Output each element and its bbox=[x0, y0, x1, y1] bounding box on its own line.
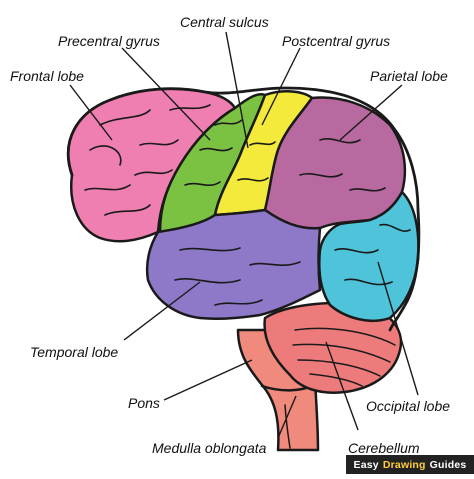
leader-line-cerebellum bbox=[325, 341, 359, 431]
label-parietal-lobe: Parietal lobe bbox=[370, 68, 448, 84]
watermark-word-easy: Easy bbox=[353, 458, 379, 471]
label-central-sulcus: Central sulcus bbox=[180, 14, 269, 30]
label-temporal-lobe: Temporal lobe bbox=[30, 344, 119, 360]
label-postcentral-gyrus: Postcentral gyrus bbox=[282, 33, 391, 49]
watermark-word-drawing: Drawing bbox=[382, 458, 426, 471]
label-pons: Pons bbox=[128, 395, 160, 411]
label-cerebellum: Cerebellum bbox=[348, 440, 420, 456]
leader-line-medulla-oblongata bbox=[277, 395, 297, 439]
label-frontal-lobe: Frontal lobe bbox=[10, 68, 84, 84]
leader-line-temporal-lobe bbox=[123, 281, 201, 341]
leader-line-pons bbox=[163, 359, 253, 401]
label-occipital-lobe: Occipital lobe bbox=[366, 398, 451, 414]
leader-line-central-sulcus bbox=[225, 31, 249, 149]
watermark-word-guides: Guides bbox=[429, 458, 467, 471]
label-medulla-oblongata: Medulla oblongata bbox=[152, 440, 267, 456]
leader-line-postcentral-gyrus bbox=[261, 47, 301, 126]
leader-line-frontal-lobe bbox=[69, 84, 113, 141]
watermark-badge: Easy Drawing Guides bbox=[346, 455, 474, 474]
temporal-lobe-region bbox=[145, 208, 322, 321]
occipital-lobe-region bbox=[318, 190, 420, 322]
leader-line-precentral-gyrus bbox=[121, 47, 211, 141]
label-precentral-gyrus: Precentral gyrus bbox=[58, 33, 160, 49]
leader-line-parietal-lobe bbox=[339, 84, 403, 141]
leader-line-occipital-lobe bbox=[377, 261, 419, 396]
